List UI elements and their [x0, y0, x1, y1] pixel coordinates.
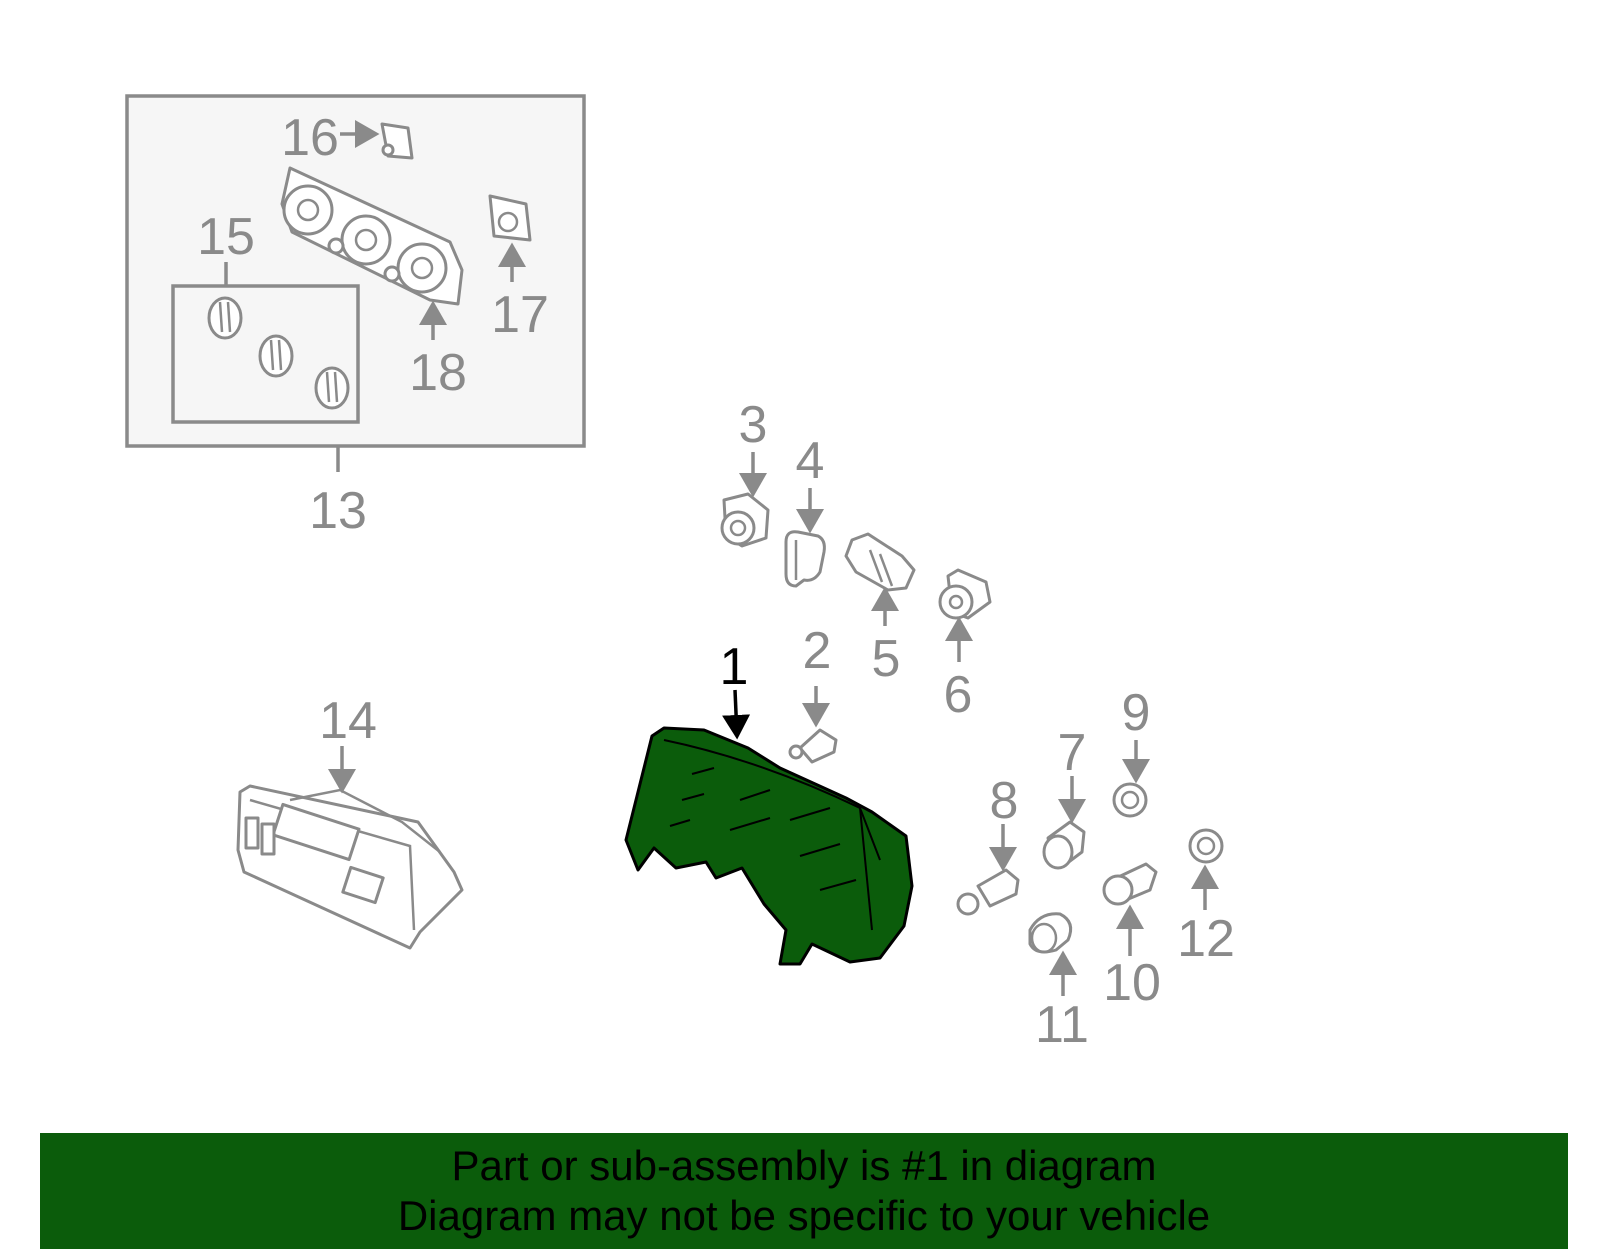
callout-1: 1 [720, 638, 749, 696]
part-7-socket[interactable] [1042, 820, 1086, 870]
callout-14: 14 [319, 692, 377, 750]
callout-16: 16 [281, 109, 339, 167]
callout-4: 4 [796, 432, 825, 490]
part-4-clip[interactable] [784, 530, 826, 588]
leader-1 [722, 689, 751, 740]
part-12-grommet[interactable] [1188, 828, 1224, 864]
callout-11: 11 [1035, 996, 1089, 1054]
callout-7: 7 [1058, 724, 1087, 782]
part-18-faceplate[interactable] [280, 166, 464, 306]
banner-line-2: Diagram may not be specific to your vehi… [397, 1192, 1211, 1239]
callout-3: 3 [739, 396, 768, 454]
part-1-instrument-cluster[interactable] [624, 726, 914, 966]
notice-banner: Part or sub-assembly is #1 in diagram Di… [40, 1133, 1568, 1249]
part-10-socket[interactable] [1102, 862, 1158, 906]
part-2-bulb[interactable] [788, 728, 838, 764]
callout-2: 2 [803, 622, 832, 680]
part-9-grommet[interactable] [1112, 782, 1148, 818]
callout-12: 12 [1177, 910, 1235, 968]
callout-15: 15 [197, 208, 255, 266]
part-14-control-module[interactable] [236, 784, 464, 950]
part-15-knobs[interactable] [207, 296, 350, 410]
callout-13: 13 [309, 482, 367, 540]
callout-17: 17 [491, 286, 549, 344]
callout-5: 5 [872, 630, 901, 688]
callout-10: 10 [1103, 954, 1161, 1012]
part-5-connector[interactable] [844, 532, 916, 592]
callout-9: 9 [1122, 684, 1151, 742]
callout-6: 6 [944, 666, 973, 724]
part-16-clip[interactable] [380, 122, 414, 160]
callout-18: 18 [409, 344, 467, 402]
part-17-switch[interactable] [488, 194, 532, 242]
banner-line-1: Part or sub-assembly is #1 in diagram [451, 1142, 1157, 1189]
part-8-bulb[interactable] [956, 868, 1020, 916]
part-11-bulb[interactable] [1028, 912, 1073, 954]
group-13-frame [125, 94, 586, 472]
part-3-socket[interactable] [720, 492, 770, 548]
part-6-socket[interactable] [938, 568, 992, 620]
callout-8: 8 [990, 772, 1019, 830]
